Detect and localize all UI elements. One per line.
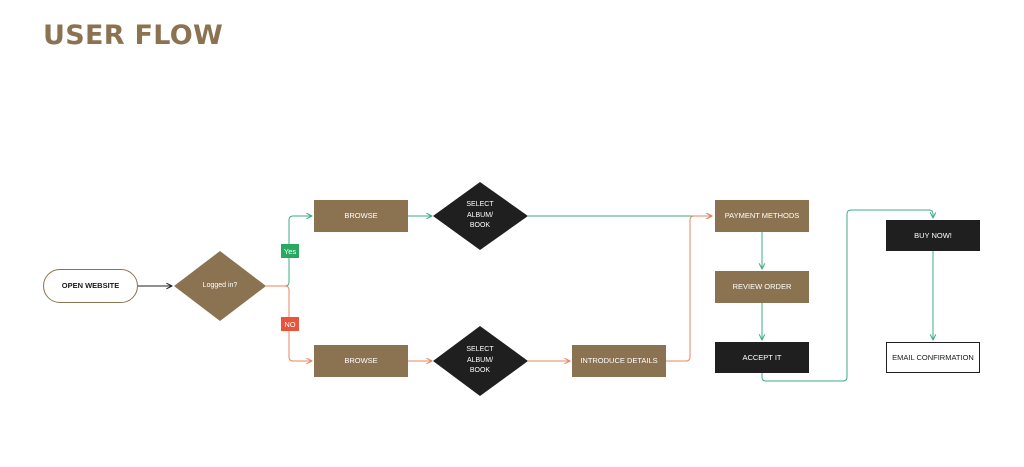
browse-yes-node: BROWSE bbox=[314, 200, 408, 232]
select-album-no-label: SELECT ALBUM/ BOOK bbox=[466, 346, 494, 375]
accept-it-node: ACCEPT IT bbox=[715, 342, 809, 373]
payment-methods-node: PAYMENT METHODS bbox=[715, 200, 809, 232]
review-order-node: REVIEW ORDER bbox=[715, 271, 809, 303]
email-confirmation-label: EMAIL CONFIRMATION bbox=[892, 352, 974, 362]
select-album-yes-diamond bbox=[433, 182, 528, 250]
buy-now-label: BUY NOW! bbox=[914, 230, 952, 240]
buy-now-node: BUY NOW! bbox=[886, 220, 980, 251]
select-album-no-diamond bbox=[433, 326, 528, 396]
connector-accept-to-buy bbox=[761, 209, 933, 382]
no-badge: NO bbox=[281, 317, 299, 331]
email-confirmation-node: EMAIL CONFIRMATION bbox=[886, 342, 980, 373]
select-album-yes-label: SELECT ALBUM/ BOOK bbox=[466, 201, 494, 230]
open-website-label: OPEN WEBSITE bbox=[61, 281, 120, 290]
accept-it-label: ACCEPT IT bbox=[742, 352, 782, 362]
browse-yes-label: BROWSE bbox=[344, 211, 378, 220]
browse-no-node: BROWSE bbox=[314, 345, 408, 377]
introduce-details-node: INTRODUCE DETAILS bbox=[572, 345, 666, 377]
connector-details-to-payment bbox=[666, 216, 712, 362]
page-title: USER FLOW bbox=[43, 20, 224, 51]
open-website-node: OPEN WEBSITE bbox=[43, 269, 138, 303]
payment-methods-label: PAYMENT METHODS bbox=[724, 211, 800, 220]
yes-badge: Yes bbox=[281, 244, 299, 258]
logged-in-diamond bbox=[174, 251, 266, 321]
introduce-details-label: INTRODUCE DETAILS bbox=[580, 356, 658, 365]
browse-no-label: BROWSE bbox=[344, 356, 378, 365]
logged-in-label: Logged in? bbox=[202, 281, 238, 289]
review-order-label: REVIEW ORDER bbox=[732, 282, 792, 291]
